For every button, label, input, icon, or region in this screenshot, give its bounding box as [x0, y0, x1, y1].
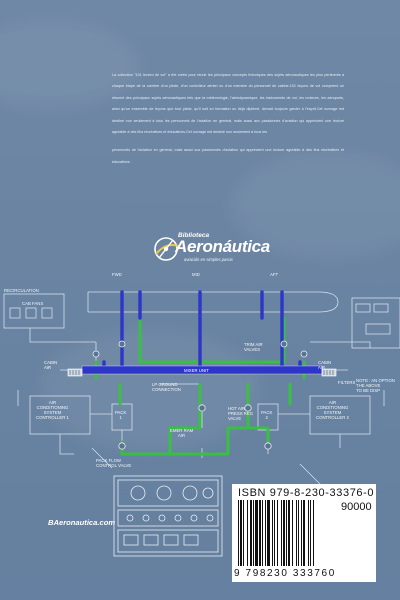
barcode-bar — [288, 500, 290, 566]
logo-line-aeronautica: Aeronáutica — [175, 237, 270, 256]
pack-2-label: PACK 2 — [261, 410, 273, 420]
controller-1-label: AIR CONDITIONING SYSTEM CONTROLLER 1 — [36, 400, 69, 420]
barcode-bar — [298, 500, 299, 566]
zone-label-aft: AFT — [270, 272, 279, 277]
barcode-bar — [243, 500, 244, 566]
barcode-bar — [265, 500, 266, 566]
barcode-bar — [286, 500, 287, 566]
price-code: 90000 — [341, 501, 372, 513]
barcode-bar — [296, 500, 297, 566]
filters-label: FILTERS — [338, 380, 356, 385]
back-cover-blurb: La collection "101 lezioni de vol" a été… — [112, 70, 344, 175]
barcode-bar — [310, 500, 311, 566]
zone-label-mid: MID — [192, 272, 200, 277]
barcode-bar — [262, 500, 263, 566]
barcode-bar — [301, 500, 302, 566]
barcode-bar — [272, 500, 273, 566]
barcode-bar — [277, 500, 278, 566]
zone-label-fwd: FWD — [112, 272, 122, 277]
barcode-bar — [303, 500, 305, 566]
cabin-air-filter-left-icon — [67, 368, 83, 377]
barcode-bar — [253, 500, 254, 566]
barcode-bar — [281, 500, 282, 566]
blurb-paragraph: personnels de l'aviation en général, mai… — [112, 148, 344, 164]
publisher-logo: Biblioteca Aeronáutica aviación en simpl… — [152, 232, 270, 268]
recirculation-label: RECIRCULATION — [4, 288, 39, 293]
barcode-bar — [259, 500, 261, 566]
trim-air-valves-label: TRIM AIR VALVES — [244, 342, 263, 352]
cabin-air-right-label: CABIN AIR — [318, 360, 332, 370]
barcode-bar — [238, 500, 239, 566]
isbn-barcode: ISBN 979-8-230-33376-0 90000 9 798230 33… — [232, 484, 376, 582]
isbn-number: ISBN 979-8-230-33376-0 — [238, 487, 375, 499]
cloud-texture — [230, 150, 400, 260]
barcode-bar — [247, 500, 248, 566]
logo-line-biblioteca: Biblioteca — [178, 232, 210, 239]
barcode-bar — [240, 500, 242, 566]
logo-tagline: aviación en simples pasos — [184, 257, 233, 262]
barcode-bar — [255, 500, 258, 566]
hot-air-valve-label: HOT AIR PRESS REG VALVE — [228, 406, 254, 421]
mixer-unit-label: MIXER UNIT — [184, 368, 209, 373]
pack-flow-control-valve-label: PACK FLOW CONTROL VALVE — [96, 458, 132, 468]
schematic-drawing — [3, 290, 400, 557]
controller-2-label: AIR CONDITIONING SYSTEM CONTROLLER 2 — [316, 400, 349, 420]
ean-digits: 9 798230 333760 — [234, 568, 336, 579]
air-conditioning-schematic: FWD MID AFT RECIRCULATION CAB FANS TRIM … — [0, 258, 400, 600]
barcode-bar — [250, 500, 252, 566]
pack-1-label: PACK 1 — [115, 410, 127, 420]
barcode-bar — [274, 500, 275, 566]
lp-ground-connection-label: LP GROUND CONNECTION — [152, 382, 181, 392]
barcode-bars — [238, 500, 314, 566]
website-url: BAeronautica.com — [48, 518, 116, 527]
cabin-air-filter-right-icon — [321, 368, 337, 377]
cloud-texture — [0, 20, 140, 110]
barcode-bar — [313, 500, 314, 566]
blurb-paragraph: La collection "101 lezioni de vol" a été… — [112, 73, 344, 135]
cab-fans-label: CAB FANS — [22, 301, 44, 306]
emer-ram-air-label: EMER RAM AIR — [170, 428, 194, 438]
cabin-air-left-label: CABIN AIR — [44, 360, 58, 370]
barcode-bar — [292, 500, 293, 566]
compass-globe-icon — [154, 237, 179, 261]
barcode-bar — [267, 500, 270, 566]
note-label: NOTE : AN OPTION THE ABOVE TO BE DISP — [356, 378, 395, 393]
cloud-texture — [40, 330, 260, 450]
barcode-bar — [308, 500, 309, 566]
barcode-bar — [283, 500, 285, 566]
